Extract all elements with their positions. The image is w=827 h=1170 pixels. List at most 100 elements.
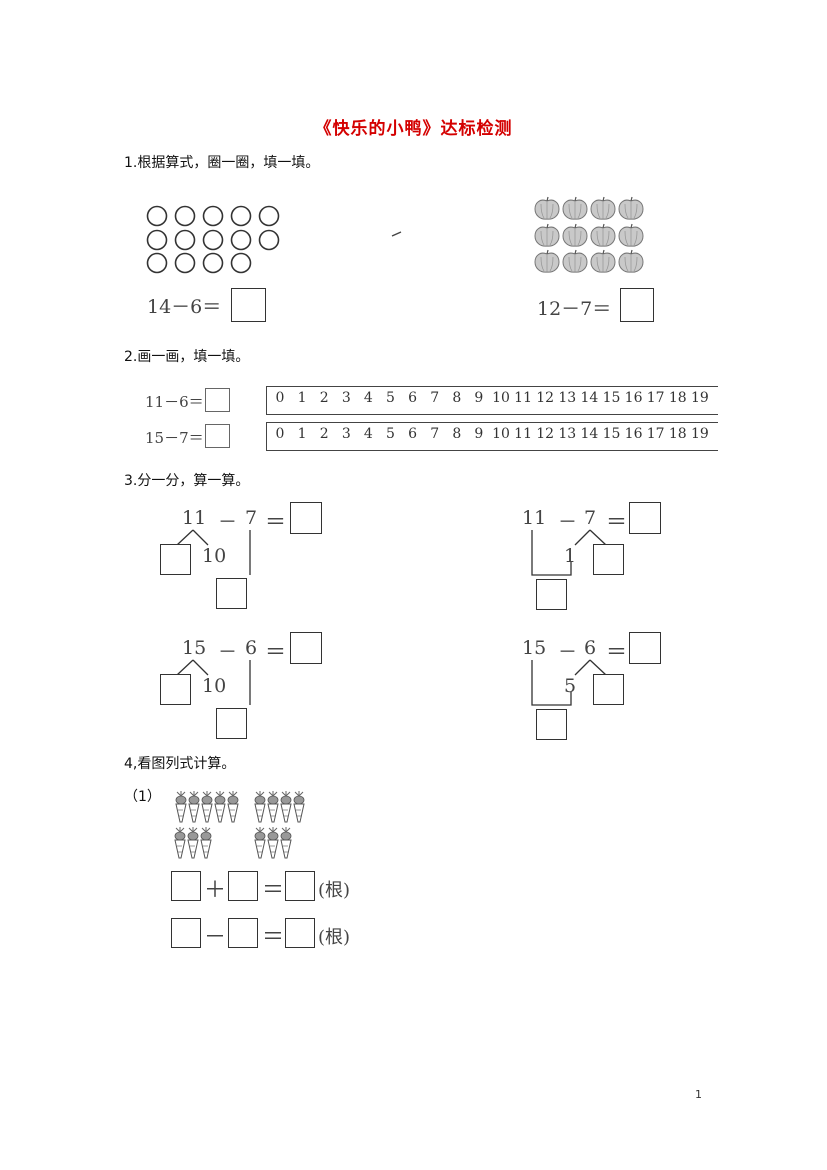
split-box[interactable] (593, 674, 624, 705)
ruler-tick-label: 18 (668, 426, 687, 442)
apple-icon (534, 223, 560, 247)
split-lines (531, 529, 607, 576)
ruler-tick-label: 12 (536, 426, 555, 442)
ruler-tick-label: 6 (408, 390, 418, 406)
apple-icon (590, 249, 616, 273)
split-value: 5 (564, 675, 577, 697)
q4-row1-result-box[interactable] (285, 871, 315, 901)
ruler-tick-label: 5 (386, 426, 395, 442)
circle-icon (230, 229, 252, 251)
ruler-tick-label: 0 (275, 426, 285, 442)
q4-row2-box-2[interactable] (228, 918, 258, 948)
operand-b: 7 (245, 507, 258, 529)
circle-icon (258, 229, 280, 251)
split-value: 1 (564, 545, 577, 567)
equals: ＝ (606, 640, 627, 664)
ruler-tick-label: 7 (430, 426, 440, 442)
ruler-tick-label: 7 (430, 390, 440, 406)
apple-icon (590, 196, 616, 220)
apple-icon (590, 223, 616, 247)
q1-left-answer-box[interactable] (231, 288, 266, 322)
intermediate-box[interactable] (216, 708, 247, 739)
equals: ＝ (265, 640, 286, 664)
circle-icon (174, 205, 196, 227)
operator: － (558, 511, 578, 533)
ruler-tick-label: 17 (646, 426, 665, 442)
q4-row2-box-1[interactable] (171, 918, 201, 948)
result-box[interactable] (629, 632, 661, 664)
result-box[interactable] (290, 502, 322, 534)
apple-icon (534, 196, 560, 220)
ruler-tick-label: 11 (514, 390, 532, 406)
operand-a: 11 (522, 507, 547, 529)
ruler-tick-label: 16 (624, 390, 643, 406)
ruler-tick-label: 14 (580, 426, 599, 442)
split-lines (176, 659, 251, 705)
carrot-icon (200, 826, 212, 859)
ruler-tick-label: 14 (580, 390, 599, 406)
ruler-tick-label: 8 (452, 426, 462, 442)
ruler-tick-label: 19 (690, 390, 709, 406)
q4-sub-label: （1） (124, 789, 161, 805)
ruler-tick-label: 13 (558, 390, 577, 406)
circle-icon (258, 205, 280, 227)
carrot-icon (201, 790, 213, 823)
ruler-tick-label: 18 (668, 390, 687, 406)
circles-group (146, 205, 280, 274)
carrots-group (174, 790, 305, 859)
q3-problem-4: 15 － 6 ＝ 5 (520, 630, 720, 750)
question-3-heading: 3.分一分，算一算。 (124, 473, 250, 489)
circle-icon (202, 252, 224, 274)
split-lines (176, 529, 251, 575)
ruler-tick-label: 2 (319, 390, 329, 406)
q3-problem-3: 15 － 6 ＝ 10 (150, 630, 350, 750)
page-title: 《快乐的小鸭》达标检测 (314, 119, 513, 139)
ruler-tick-label: 12 (536, 390, 555, 406)
q4-row2-unit: (根) (318, 927, 351, 948)
q4-row2-equals: ＝ (262, 925, 285, 950)
ruler-tick-label: 5 (386, 390, 395, 406)
ruler-tick-label: 10 (492, 390, 510, 406)
q4-row2-result-box[interactable] (285, 918, 315, 948)
carrot-icon (188, 790, 200, 823)
page-number: 1 (695, 1088, 702, 1101)
circle-icon (202, 205, 224, 227)
circle-icon (230, 252, 252, 274)
result-box[interactable] (629, 502, 661, 534)
stray-mark (391, 231, 402, 237)
split-value: 10 (202, 675, 227, 697)
apple-icon (562, 249, 588, 273)
split-box[interactable] (160, 674, 191, 705)
intermediate-box[interactable] (216, 578, 247, 609)
ruler-tick-label: 11 (514, 426, 532, 442)
intermediate-box[interactable] (536, 579, 567, 610)
q2-row1-expression: 11－6＝ (145, 393, 204, 411)
operand-a: 11 (182, 507, 207, 529)
split-box[interactable] (160, 544, 191, 575)
ruler-tick-label: 2 (319, 426, 329, 442)
ruler-tick-label: 15 (602, 426, 621, 442)
ruler-tick-label: 3 (341, 390, 351, 406)
q4-row1-box-1[interactable] (171, 871, 201, 901)
q4-row1-box-2[interactable] (228, 871, 258, 901)
ruler-tick-label: 4 (363, 426, 373, 442)
ruler-tick-label: 16 (624, 426, 643, 442)
q2-row1-answer-box[interactable] (205, 388, 230, 412)
operand-a: 15 (522, 637, 547, 659)
split-box[interactable] (593, 544, 624, 575)
carrot-icon (227, 790, 239, 823)
apple-icon (534, 249, 560, 273)
result-box[interactable] (290, 632, 322, 664)
carrot-icon (254, 826, 266, 859)
equals: ＝ (265, 510, 286, 534)
carrot-icon (267, 790, 279, 823)
circle-icon (202, 229, 224, 251)
intermediate-box[interactable] (536, 709, 567, 740)
apple-icon (562, 223, 588, 247)
q1-right-answer-box[interactable] (620, 288, 654, 322)
q2-row2-answer-box[interactable] (205, 424, 230, 448)
question-4-heading: 4,看图列式计算。 (124, 756, 236, 772)
circle-icon (146, 205, 168, 227)
carrot-icon (267, 826, 279, 859)
